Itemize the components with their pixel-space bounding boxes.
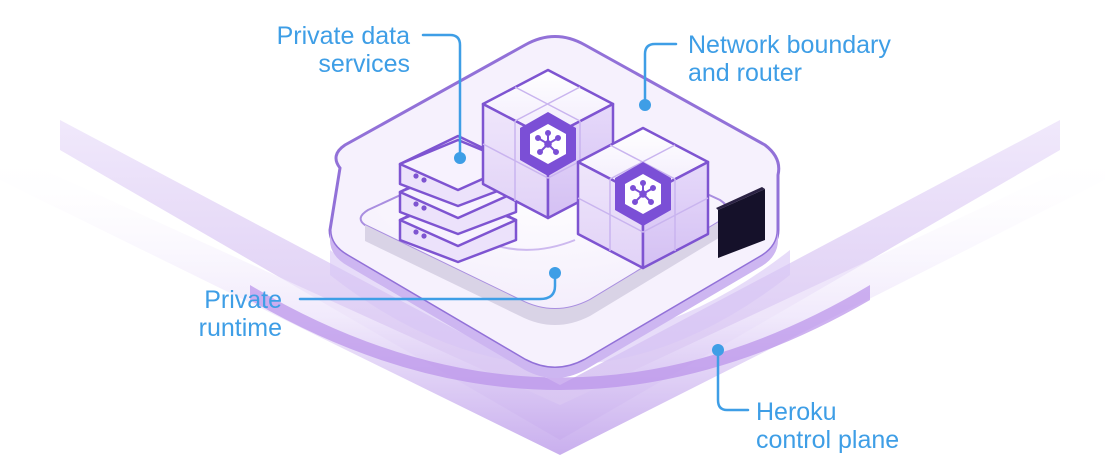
dyno-cube-front — [576, 126, 710, 270]
label-line: services — [318, 50, 410, 78]
node-graph-icon — [520, 112, 576, 176]
label-private-runtime: Private runtime — [150, 286, 282, 342]
label-line: runtime — [198, 314, 282, 342]
router-block — [716, 187, 765, 258]
label-line: and router — [688, 59, 802, 87]
label-line: Heroku — [756, 398, 837, 426]
callout-connectors — [298, 33, 750, 412]
label-line: Private — [204, 286, 282, 314]
label-line: control plane — [756, 426, 900, 454]
label-control-plane: Heroku control plane — [756, 398, 899, 454]
callout-dots — [454, 99, 724, 356]
label-line: Network boundary — [688, 31, 891, 59]
node-graph-icon — [615, 162, 671, 226]
label-network-boundary: Network boundary and router — [688, 31, 891, 87]
label-private-data-services: Private data services — [200, 22, 410, 78]
control-plane — [0, 120, 1105, 455]
label-line: Private data — [276, 22, 410, 50]
